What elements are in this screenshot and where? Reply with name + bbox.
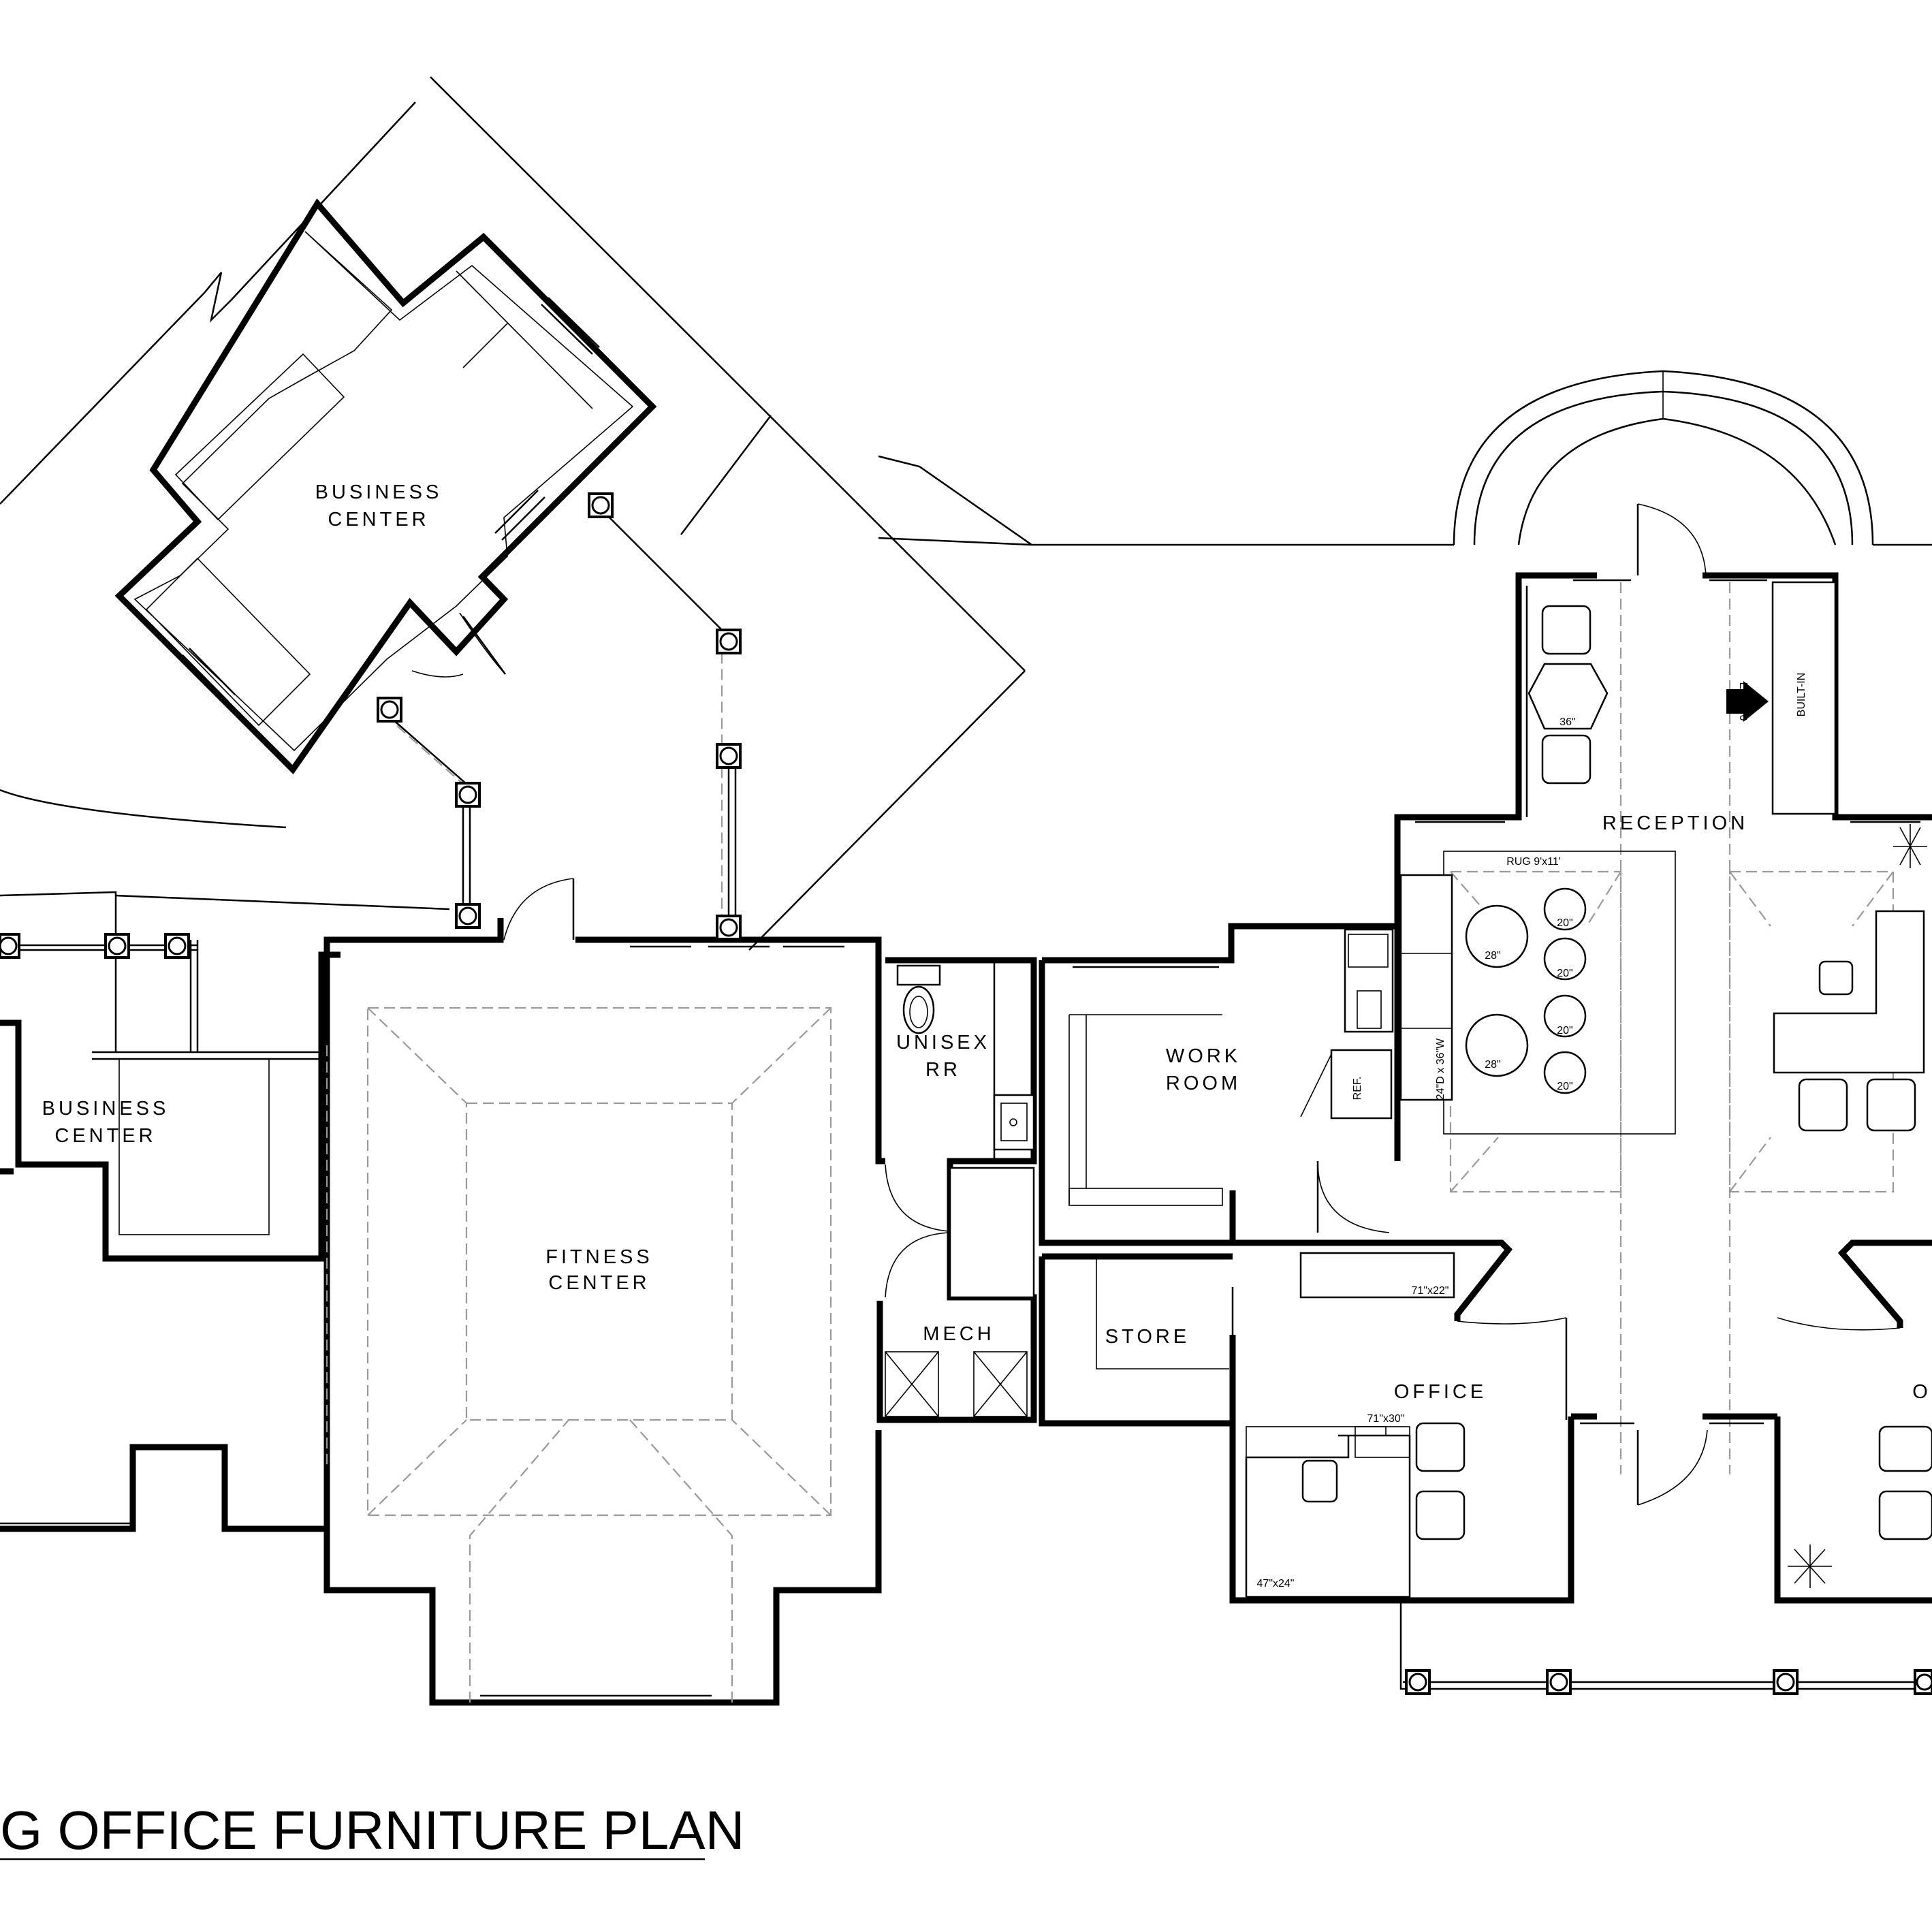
upper-business-center-walls xyxy=(114,198,657,774)
work-room-label: WORK xyxy=(1166,1045,1241,1067)
ref-label: REF. xyxy=(1352,1077,1363,1100)
store-label: STORE xyxy=(1105,1326,1190,1348)
columns xyxy=(0,492,1932,1695)
stool-20-label: 20" xyxy=(1557,1081,1572,1092)
column-marker xyxy=(1546,1669,1572,1695)
reception-windows xyxy=(1403,579,1932,1683)
built-in-label: BUILT-IN xyxy=(1796,673,1807,717)
table-28-label: 28" xyxy=(1485,1059,1500,1071)
work-room-label: ROOM xyxy=(1166,1073,1241,1094)
site-lines xyxy=(0,76,1932,1690)
reception-walls xyxy=(1394,370,1932,1588)
lower-business-center-walls xyxy=(0,891,450,1532)
fitness-center-walls xyxy=(323,878,882,1706)
column-marker xyxy=(104,933,130,959)
fitness-center-label: CENTER xyxy=(548,1272,650,1294)
reception-label: RECEPTION xyxy=(1602,812,1748,834)
walkway-columns xyxy=(384,507,737,926)
section-ref-label: E1/A3.0 xyxy=(1737,682,1749,721)
business-center-lower-label: BUSINESS xyxy=(42,1098,170,1120)
plan-title: G OFFICE FURNITURE PLAN xyxy=(0,1800,744,1860)
office-walls xyxy=(1229,1239,1932,1604)
column-marker xyxy=(455,782,481,808)
room-labels: BUSINESS CENTER BUSINESS CENTER FITNESS … xyxy=(42,481,1931,1403)
plant-icon xyxy=(1788,1545,1832,1588)
business-center-upper-label: CENTER xyxy=(328,509,429,530)
work-room-walls xyxy=(1039,923,1401,1427)
business-center-upper-label: BUSINESS xyxy=(315,481,443,503)
column-marker xyxy=(1773,1669,1799,1695)
column-marker xyxy=(716,743,742,769)
desk-71x22-label: 71"x22" xyxy=(1412,1285,1449,1297)
column-marker xyxy=(588,492,614,518)
unisex-rr-label: UNISEX xyxy=(896,1032,990,1054)
column-marker xyxy=(716,915,742,940)
column-marker xyxy=(455,903,481,929)
business-center-lower-label: CENTER xyxy=(54,1125,156,1147)
desk-47x24-label: 47"x24" xyxy=(1257,1578,1295,1589)
fitness-center-label: FITNESS xyxy=(545,1246,652,1268)
column-marker xyxy=(1405,1669,1431,1695)
column-marker xyxy=(0,933,20,959)
counter-dim-label: 24"D x 36"W xyxy=(1435,1038,1446,1100)
office-right-label: O xyxy=(1912,1381,1931,1403)
core-walls xyxy=(875,957,1037,1423)
plant-icon xyxy=(1893,824,1927,868)
office-label: OFFICE xyxy=(1394,1381,1487,1403)
rug-label: RUG 9'x11' xyxy=(1506,856,1561,868)
unisex-rr-label: RR xyxy=(925,1059,961,1081)
stool-20-label: 20" xyxy=(1557,1025,1572,1036)
table-28-label: 28" xyxy=(1485,950,1500,962)
stool-20-label: 20" xyxy=(1557,968,1572,979)
column-marker xyxy=(164,933,190,959)
stool-20-label: 20" xyxy=(1557,917,1572,929)
column-marker xyxy=(716,629,742,654)
plan-title-text: G OFFICE FURNITURE PLAN xyxy=(0,1800,744,1860)
annotations: RUG 9'x11' 36" BUILT-IN E1/A3.0 REF. 24"… xyxy=(1257,673,1807,1589)
column-marker xyxy=(1914,1669,1932,1695)
mech-label: MECH xyxy=(923,1323,994,1345)
column-marker xyxy=(377,697,402,723)
table-36-label: 36" xyxy=(1559,716,1575,728)
desk-71x30-label: 71"x30" xyxy=(1367,1413,1405,1425)
